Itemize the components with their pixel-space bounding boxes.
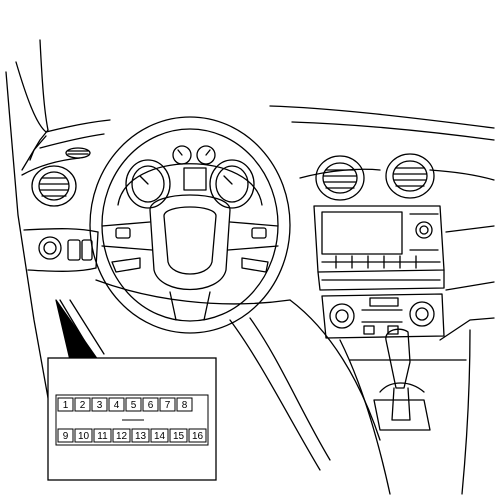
a-pillar <box>5 39 53 421</box>
dashboard-top <box>21 105 495 181</box>
connector-pin-label: 12 <box>116 431 128 442</box>
connector-pin-10: 10 <box>74 428 93 443</box>
connector-pin-16: 16 <box>188 428 207 443</box>
defroster-vent <box>65 147 91 159</box>
connector-pin-box <box>169 428 188 443</box>
steering-wheel <box>89 116 291 334</box>
connector-pin-label: 6 <box>148 400 154 411</box>
connector-pin-label: 11 <box>97 431 108 442</box>
connector-pin-box <box>74 428 93 443</box>
climate-control <box>321 293 445 339</box>
connector-pin-12: 12 <box>112 428 131 443</box>
connector-pin-9: 9 <box>57 428 74 443</box>
connector-pin-box <box>93 428 112 443</box>
connector-pin-label: 15 <box>173 431 185 442</box>
connector-pin-4: 4 <box>108 397 125 412</box>
connector-pin-7: 7 <box>159 397 176 412</box>
connector-pin-label: 8 <box>182 400 188 411</box>
connector-pin-box <box>57 397 74 412</box>
connector-pin-8: 8 <box>176 397 193 412</box>
connector-pin-box <box>112 428 131 443</box>
connector-pin-13: 13 <box>131 428 150 443</box>
lower-dash <box>59 279 381 471</box>
connector-pin-5: 5 <box>125 397 142 412</box>
connector-pin-label: 14 <box>154 431 166 442</box>
connector-pin-label: 9 <box>63 431 69 442</box>
center-tunnel <box>339 225 495 495</box>
connector-pin-15: 15 <box>169 428 188 443</box>
gear-lever <box>373 328 431 431</box>
connector-pin-label: 13 <box>135 431 147 442</box>
connector-pin-box <box>188 428 207 443</box>
center-vent-left <box>315 155 365 201</box>
connector-pin-label: 10 <box>78 431 90 442</box>
connector-pin-1: 1 <box>57 397 74 412</box>
connector-pin-box <box>131 428 150 443</box>
connector-pin-label: 16 <box>192 431 204 442</box>
connector-pin-11: 11 <box>93 428 112 443</box>
connector-pin-label: 4 <box>114 400 120 411</box>
connector-pin-box <box>74 397 91 412</box>
connector-pin-label: 1 <box>63 400 69 411</box>
connector-pin-box <box>150 428 169 443</box>
connector-pin-box <box>57 428 74 443</box>
connector-pin-box <box>108 397 125 412</box>
instrument-cluster <box>117 145 263 209</box>
navigation-screen <box>321 211 403 255</box>
connector-pin-label: 7 <box>165 400 171 411</box>
connector-pin-box <box>176 397 193 412</box>
connector-pin-3: 3 <box>91 397 108 412</box>
connector-pin-label: 5 <box>131 400 137 411</box>
connector-pin-6: 6 <box>142 397 159 412</box>
connector-bottom-row: 9 10 11 12 13 14 15 16 <box>57 428 207 443</box>
center-vent-right <box>385 153 435 199</box>
connector-pin-2: 2 <box>74 397 91 412</box>
connector-pin-14: 14 <box>150 428 169 443</box>
connector-pin-box <box>91 397 108 412</box>
left-dash-panel <box>23 228 99 272</box>
connector-pin-label: 2 <box>80 400 86 411</box>
connector-pin-box <box>125 397 142 412</box>
left-air-vent <box>31 165 77 207</box>
connector-pin-box <box>142 397 159 412</box>
center-console <box>313 205 445 291</box>
connector-pin-box <box>159 397 176 412</box>
connector-pin-label: 3 <box>97 400 103 411</box>
inset-pointer <box>55 299 99 361</box>
